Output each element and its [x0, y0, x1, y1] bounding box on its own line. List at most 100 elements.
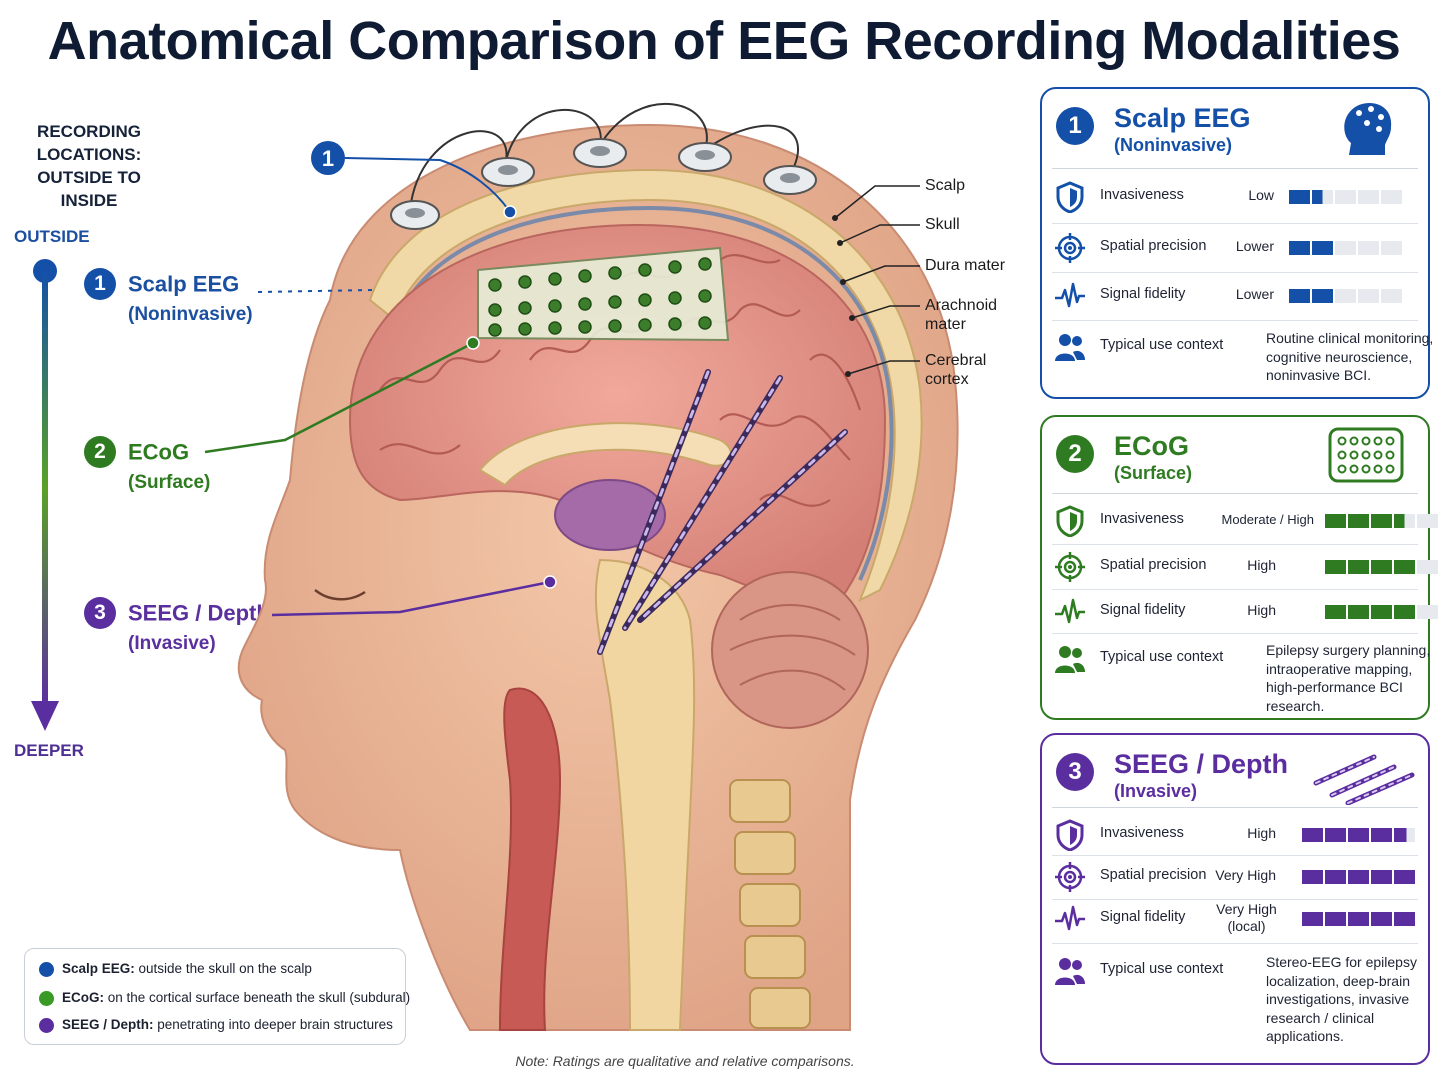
- ecog-leader-line: [204, 341, 474, 454]
- card-title: Scalp EEG: [1114, 103, 1251, 133]
- layer-pointer-dots: [832, 215, 855, 377]
- legend-dot: [39, 990, 54, 1006]
- shield-icon: [1056, 181, 1084, 213]
- signal-wave-icon: [1055, 598, 1085, 624]
- row-value: High: [1247, 557, 1276, 573]
- rating-segment: [1417, 514, 1438, 528]
- layer-label-cerebral-cortex: Cerebral cortex: [925, 351, 986, 389]
- card-scalp-eeg: 1 Scalp EEG (Noninvasive) Invasiveness L…: [1040, 87, 1433, 399]
- row-value: Lower: [1235, 238, 1274, 254]
- marker-1-pointer-dot: [503, 205, 517, 219]
- users-icon: [1055, 958, 1085, 985]
- row-value: Very High (local): [1216, 901, 1277, 934]
- rating-bar: [1302, 870, 1415, 884]
- legend: Scalp EEG: outside the skull on the scal…: [24, 948, 410, 1045]
- seeg-pointer-dot: [543, 575, 557, 589]
- legend-desc: outside the skull on the scalp: [134, 961, 312, 976]
- row-label: Spatial precision: [1100, 557, 1207, 573]
- electrode-grid-icon: [1328, 427, 1404, 483]
- layer-label-arachnoid-mater: Arachnoid mater: [925, 296, 997, 334]
- cerebellum: [711, 571, 869, 729]
- label-name: SEEG / Depth: [128, 600, 270, 626]
- layer-label-line: mater: [925, 316, 966, 333]
- rating-segment: [1417, 605, 1438, 619]
- label-number-2: 2: [84, 436, 116, 468]
- depth-arrow: [31, 259, 59, 731]
- legend-desc: penetrating into deeper brain structures: [153, 1017, 393, 1032]
- card-seeg-depth: 3 SEEG / Depth (Invasive) Invasiveness H…: [1040, 733, 1430, 1065]
- card-divider: [1052, 807, 1418, 808]
- label-sub: (Surface): [128, 472, 211, 493]
- rating-bar: [1302, 828, 1415, 842]
- rating-segment: [1348, 912, 1369, 926]
- rating-bar: [1289, 241, 1402, 255]
- rating-segment: [1358, 241, 1379, 255]
- row-label: Invasiveness: [1100, 187, 1184, 203]
- users-icon: [1055, 646, 1085, 673]
- shield-icon: [1056, 819, 1084, 851]
- row-separator: [1052, 943, 1418, 944]
- rating-segment: [1348, 828, 1369, 842]
- card-number: 1: [1056, 107, 1094, 145]
- rating-segment: [1302, 912, 1323, 926]
- row-value: High: [1247, 825, 1276, 841]
- limbic-structures: [554, 479, 666, 551]
- rating-segment: [1348, 870, 1369, 884]
- legend-item-scalp-eeg: Scalp EEG: outside the skull on the scal…: [39, 961, 312, 977]
- outside-label: OUTSIDE: [14, 227, 90, 246]
- rating-segment: [1394, 514, 1415, 528]
- legend-name: ECoG:: [62, 990, 104, 1005]
- rating-segment: [1371, 605, 1392, 619]
- users-icon: [1055, 334, 1085, 361]
- card-number: 3: [1056, 753, 1094, 791]
- rating-bar: [1289, 190, 1402, 204]
- label-sub: (Noninvasive): [128, 304, 253, 325]
- rating-segment: [1371, 828, 1392, 842]
- row-context-text: Routine clinical monitoring, cognitive n…: [1266, 330, 1434, 383]
- rating-segment: [1312, 241, 1333, 255]
- layer-label-dura-mater: Dura mater: [925, 257, 1006, 274]
- deeper-label: DEEPER: [14, 741, 84, 760]
- rating-bar: [1289, 289, 1402, 303]
- signal-wave-icon: [1055, 282, 1085, 308]
- seeg-leader-line: [271, 580, 551, 617]
- scalp-electrodes: [390, 102, 817, 230]
- row-separator: [1052, 899, 1418, 900]
- layer-label-skull: Skull: [925, 216, 960, 233]
- rating-bar: [1302, 912, 1415, 926]
- row-separator: [1052, 589, 1418, 590]
- recording-locations-heading: RECORDING LOCATIONS: OUTSIDE TO INSIDE: [36, 122, 142, 210]
- rating-segment: [1325, 560, 1346, 574]
- row-label: Signal fidelity: [1100, 909, 1186, 925]
- layer-leader-lines: [834, 185, 920, 375]
- target-icon: [1055, 233, 1085, 263]
- ecog-grid: [477, 246, 730, 342]
- row-context-text: Stereo-EEG for epilepsy localization, de…: [1266, 954, 1417, 1044]
- label-name: Scalp EEG: [128, 271, 240, 297]
- rating-segment: [1381, 241, 1402, 255]
- rating-segment: [1348, 605, 1369, 619]
- rating-segment: [1312, 289, 1333, 303]
- row-value: Lower: [1235, 286, 1274, 302]
- rating-segment: [1381, 289, 1402, 303]
- vertebrae: [729, 779, 811, 1029]
- card-subtitle: (Noninvasive): [1114, 135, 1233, 155]
- rating-segment: [1394, 912, 1415, 926]
- legend-name: Scalp EEG:: [62, 961, 135, 976]
- rating-segment: [1358, 190, 1379, 204]
- row-value: High: [1247, 602, 1276, 618]
- rating-segment: [1417, 560, 1438, 574]
- row-separator: [1052, 320, 1418, 321]
- ecog-pointer-dot: [466, 336, 480, 350]
- card-divider: [1052, 168, 1418, 169]
- layer-label-line: Cerebral: [925, 352, 987, 369]
- depth-electrodes-icon: [1313, 754, 1415, 805]
- rating-segment: [1335, 289, 1356, 303]
- row-label: Invasiveness: [1100, 511, 1184, 527]
- rating-segment: [1358, 289, 1379, 303]
- row-label: Signal fidelity: [1100, 602, 1186, 618]
- rating-segment: [1381, 190, 1402, 204]
- rating-segment: [1394, 605, 1415, 619]
- card-divider: [1052, 493, 1418, 494]
